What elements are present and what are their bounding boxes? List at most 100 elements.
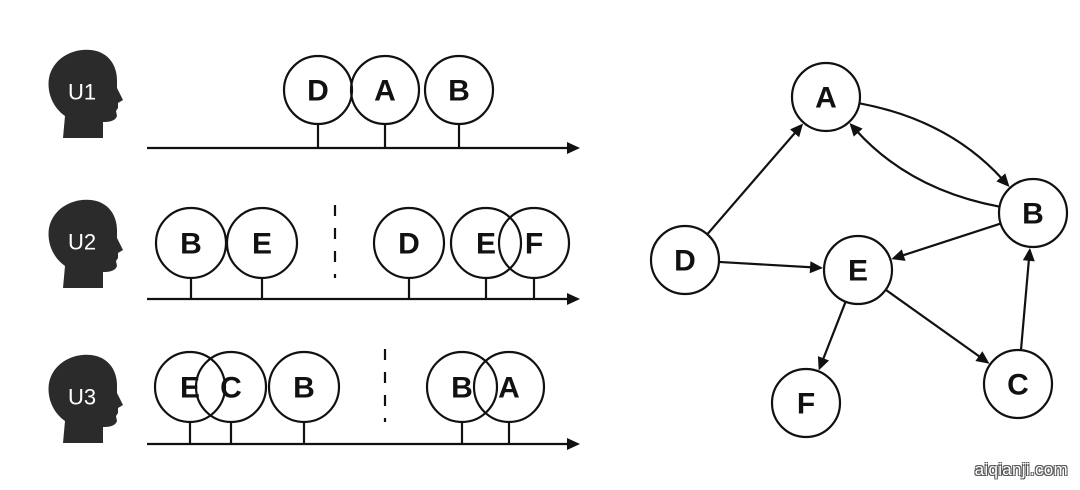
sequence-item: D	[282, 54, 354, 126]
edge-B-A	[849, 122, 1000, 208]
node-label: C	[1007, 369, 1029, 402]
edge-D-A	[706, 123, 804, 236]
item-circle	[423, 54, 495, 126]
sequence-item: A	[349, 54, 421, 126]
item-label: A	[374, 75, 396, 108]
item-circle	[194, 350, 268, 424]
timeline-arrow-icon	[567, 438, 580, 450]
watermark: aiqianji.com	[974, 460, 1068, 479]
sequence-item: A	[472, 350, 546, 424]
edge-arrow-icon	[891, 249, 906, 261]
edge-arrow-icon	[849, 122, 863, 137]
item-label: B	[448, 75, 470, 108]
user-sequence-row: U1 D A B	[48, 49, 580, 154]
item-circle	[449, 206, 523, 280]
item-circle	[153, 350, 227, 424]
user-head-icon: U2	[48, 199, 123, 288]
edge-arrow-icon	[790, 123, 804, 138]
head-silhouette	[48, 354, 123, 443]
edge-arrow-icon	[817, 356, 830, 371]
edge-arrow-icon	[996, 173, 1010, 188]
item-label: F	[525, 228, 543, 261]
item-label: B	[293, 372, 315, 405]
sequence-item: B	[267, 350, 341, 424]
user-head-icon: U1	[48, 49, 123, 138]
edge-D-E	[718, 260, 824, 274]
item-label: E	[180, 372, 200, 405]
user-label: U2	[68, 230, 96, 255]
item-circle	[425, 350, 499, 424]
edge-line	[718, 260, 814, 269]
sequence-item: B	[154, 206, 228, 280]
item-circle	[472, 350, 546, 424]
node-circle	[982, 348, 1054, 420]
sequence-item: D	[372, 206, 446, 280]
user-label: U1	[68, 80, 96, 105]
user-label: U3	[68, 385, 96, 410]
edge-arrow-icon	[975, 351, 990, 364]
item-circle	[349, 54, 421, 126]
item-circle	[372, 206, 446, 280]
head-silhouette	[48, 199, 123, 288]
graph-nodes: A B C D E F	[649, 61, 1069, 439]
sequence-item: B	[425, 350, 499, 424]
item-label: E	[476, 228, 496, 261]
node-circle	[997, 177, 1069, 249]
graph-node-B: B	[997, 177, 1069, 249]
edge-E-C	[885, 288, 990, 364]
edge-B-E	[891, 222, 1002, 261]
item-circle	[225, 206, 299, 280]
sequence-item: E	[225, 206, 299, 280]
edge-curve	[855, 129, 1000, 208]
edge-C-B	[1019, 247, 1035, 351]
edge-curve	[859, 102, 1004, 181]
item-label: E	[252, 228, 272, 261]
node-label: F	[797, 388, 815, 421]
sequence-item: C	[194, 350, 268, 424]
item-label: B	[180, 228, 202, 261]
graph-node-E: E	[822, 234, 894, 306]
edge-line	[1019, 257, 1031, 351]
sequence-item: E	[449, 206, 523, 280]
edge-line	[821, 301, 847, 362]
node-label: E	[848, 255, 868, 288]
head-silhouette	[48, 49, 123, 138]
node-label: D	[674, 245, 696, 278]
node-circle	[770, 367, 842, 439]
edge-E-F	[817, 301, 847, 371]
item-label: B	[451, 372, 473, 405]
node-circle	[790, 61, 862, 133]
item-graph: A B C D E F	[649, 61, 1069, 439]
edge-arrow-icon	[1022, 247, 1035, 262]
item-label: D	[307, 75, 329, 108]
edge-line	[900, 222, 1002, 258]
item-label: D	[398, 228, 420, 261]
edge-arrow-icon	[809, 261, 824, 274]
graph-edges	[706, 102, 1035, 371]
graph-node-D: D	[649, 224, 721, 296]
item-circle	[497, 206, 571, 280]
sequence-item: E	[153, 350, 227, 424]
edge-A-B	[859, 102, 1010, 188]
item-label: C	[220, 372, 242, 405]
user-head-icon: U3	[48, 354, 123, 443]
node-circle	[649, 224, 721, 296]
item-label: A	[498, 372, 520, 405]
edge-line	[706, 130, 798, 236]
node-circle	[822, 234, 894, 306]
node-label: A	[815, 82, 837, 115]
edge-line	[885, 288, 982, 359]
item-circle	[267, 350, 341, 424]
timeline-arrow-icon	[567, 142, 580, 154]
sequence-item: B	[423, 54, 495, 126]
graph-node-C: C	[982, 348, 1054, 420]
